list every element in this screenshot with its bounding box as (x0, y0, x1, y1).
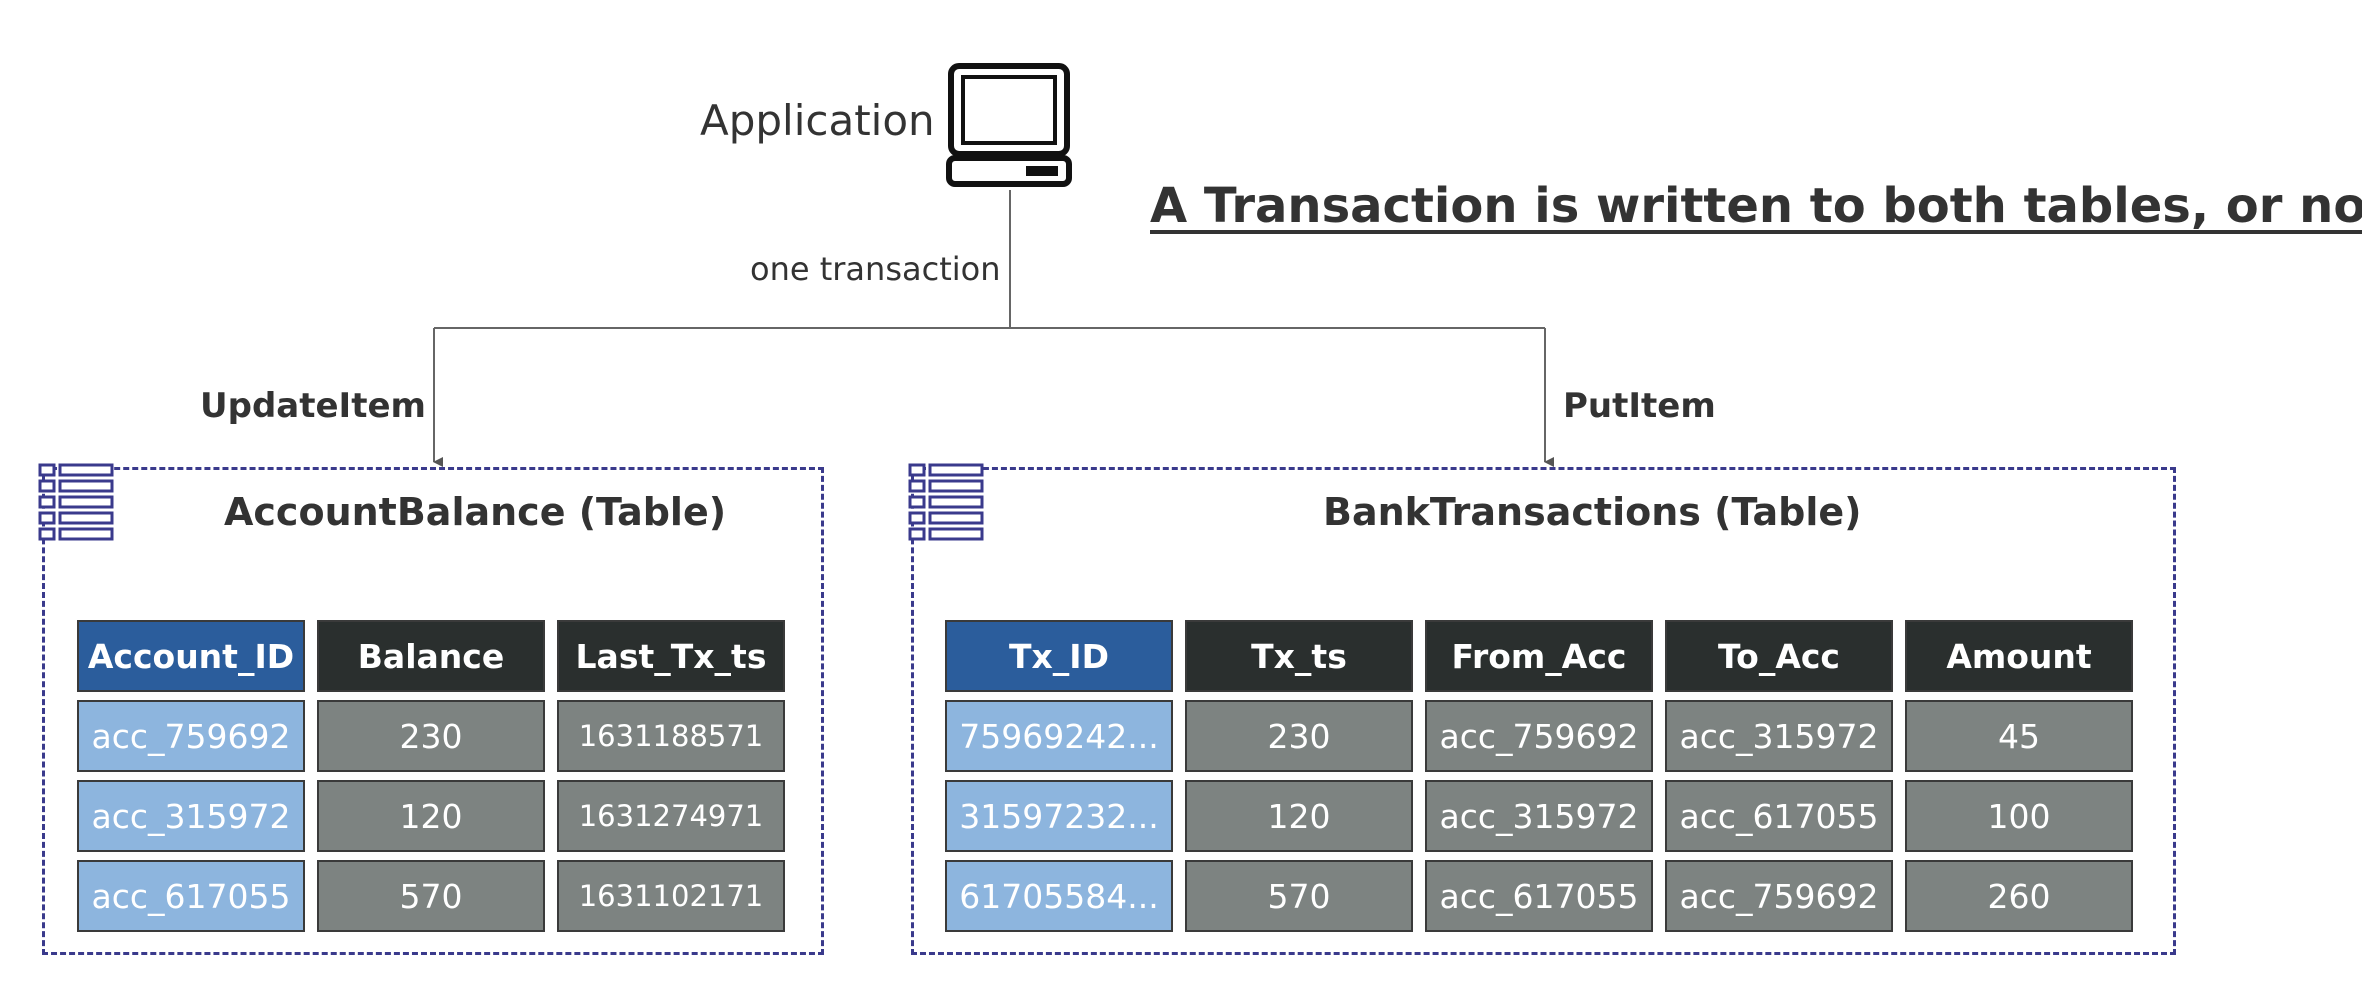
key-cell: acc_617055 (77, 860, 305, 932)
key-cell: 75969242... (945, 700, 1173, 772)
value-cell: 1631274971 (557, 780, 785, 852)
table-icon (38, 463, 114, 541)
table-icon (908, 463, 984, 541)
value-cell: 260 (1905, 860, 2133, 932)
computer-icon (946, 63, 1072, 187)
key-cell: acc_315972 (77, 780, 305, 852)
update-item-label: UpdateItem (200, 386, 426, 426)
account-balance-table-box (42, 467, 824, 955)
bank-transactions-title: BankTransactions (Table) (1323, 490, 1862, 534)
value-cell: acc_315972 (1665, 700, 1893, 772)
value-cell: acc_617055 (1425, 860, 1653, 932)
bank-transactions-grid: Tx_ID Tx_ts From_Acc To_Acc Amount 75969… (945, 620, 2133, 932)
value-cell: 230 (317, 700, 545, 772)
application-label: Application (700, 96, 935, 145)
value-cell: 570 (1185, 860, 1413, 932)
transaction-label: one transaction (750, 250, 1001, 288)
value-cell: acc_759692 (1425, 700, 1653, 772)
header-cell: Tx_ts (1185, 620, 1413, 692)
account-balance-grid: Account_ID Balance Last_Tx_ts acc_759692… (77, 620, 785, 932)
header-cell: Last_Tx_ts (557, 620, 785, 692)
put-item-label: PutItem (1563, 386, 1716, 426)
header-cell: Amount (1905, 620, 2133, 692)
header-cell: To_Acc (1665, 620, 1893, 692)
header-cell: Tx_ID (945, 620, 1173, 692)
value-cell: 45 (1905, 700, 2133, 772)
value-cell: 120 (1185, 780, 1413, 852)
value-cell: 1631102171 (557, 860, 785, 932)
header-cell: From_Acc (1425, 620, 1653, 692)
value-cell: acc_759692 (1665, 860, 1893, 932)
header-cell: Balance (317, 620, 545, 692)
key-cell: acc_759692 (77, 700, 305, 772)
value-cell: 120 (317, 780, 545, 852)
value-cell: 570 (317, 860, 545, 932)
value-cell: 1631188571 (557, 700, 785, 772)
bank-transactions-table-box (911, 467, 2176, 955)
header-cell: Account_ID (77, 620, 305, 692)
value-cell: acc_315972 (1425, 780, 1653, 852)
value-cell: acc_617055 (1665, 780, 1893, 852)
value-cell: 230 (1185, 700, 1413, 772)
key-cell: 61705584... (945, 860, 1173, 932)
key-cell: 31597232... (945, 780, 1173, 852)
headline: A Transaction is written to both tables,… (1150, 178, 2362, 234)
value-cell: 100 (1905, 780, 2133, 852)
account-balance-title: AccountBalance (Table) (224, 490, 727, 534)
